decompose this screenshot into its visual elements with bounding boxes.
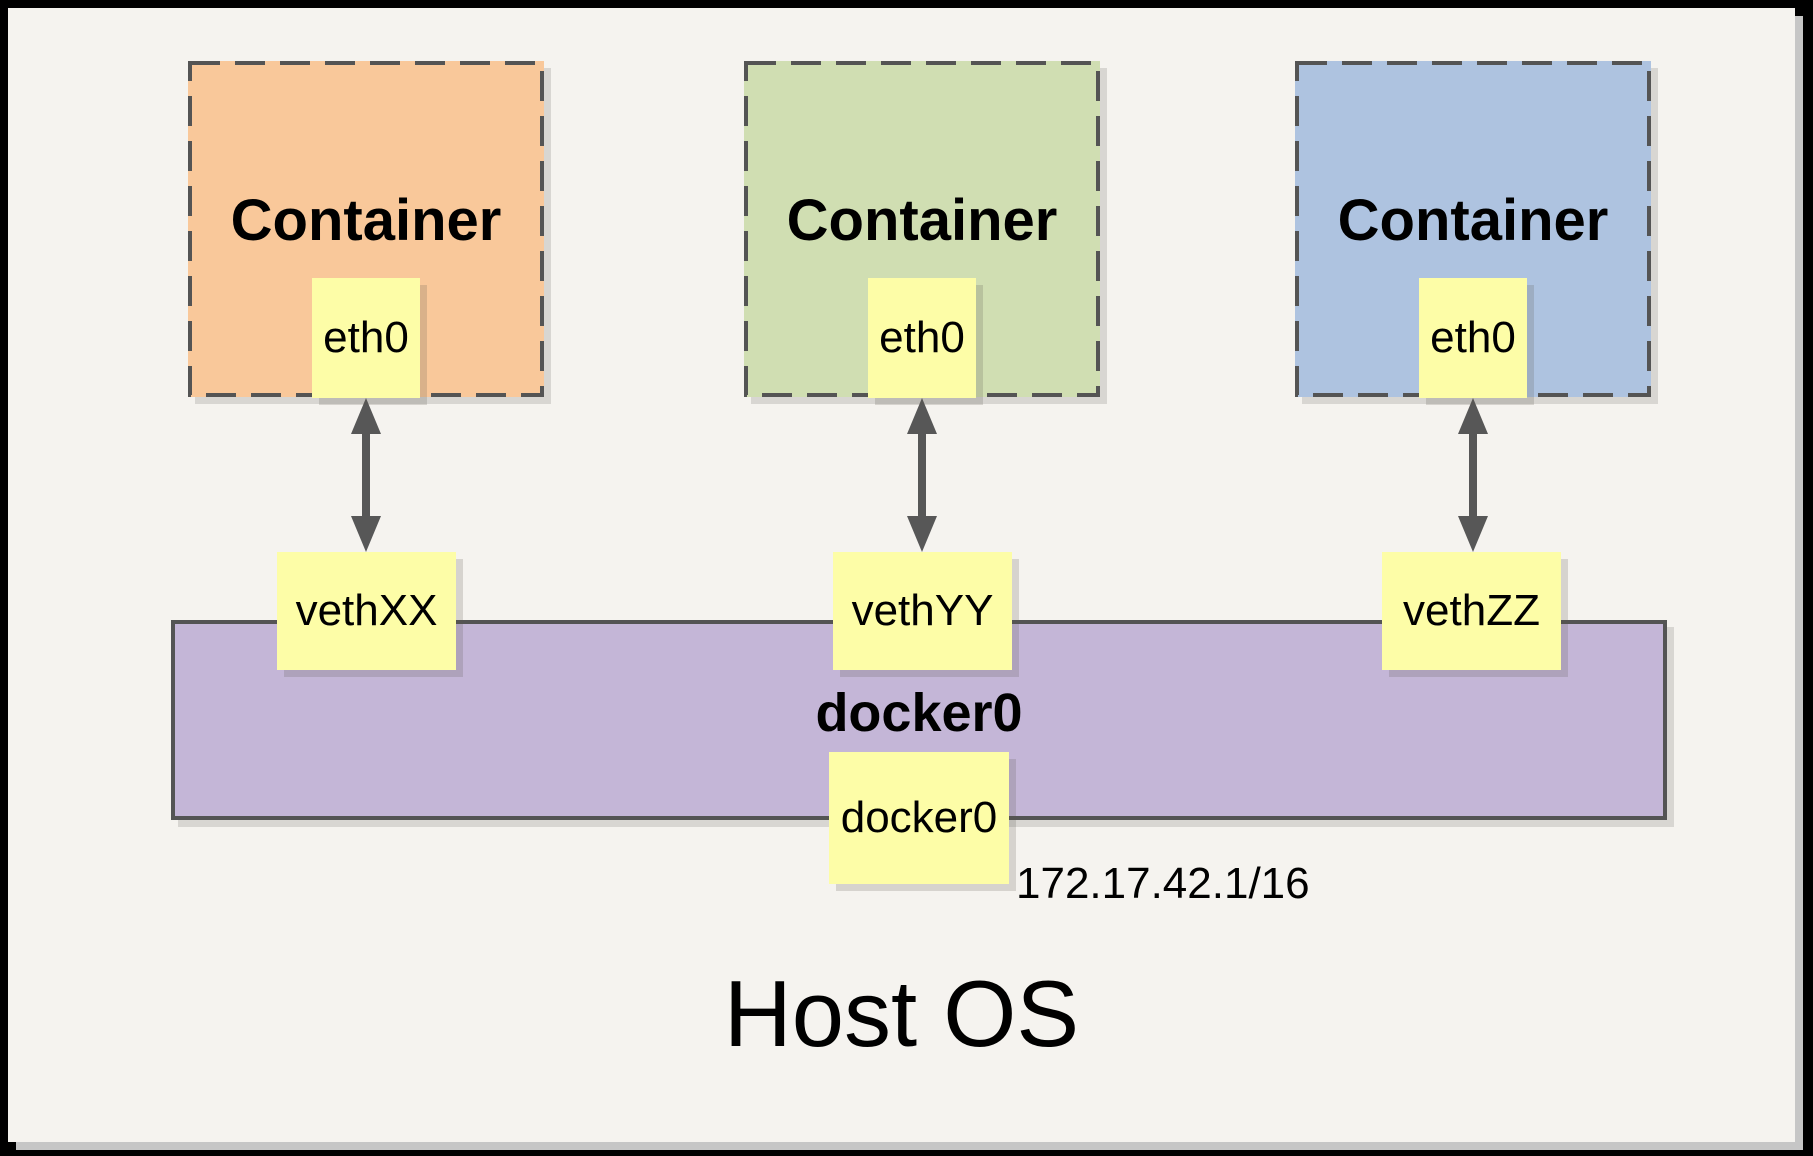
container-box-2: Container eth0 [744,61,1100,398]
host-os-label: Host OS [723,961,1080,1066]
bridge-ip-text: 172.17.42.1/16 [1016,859,1310,908]
container-1-eth0-box: eth0 [312,278,420,398]
container-3-label: Container [1337,188,1609,253]
vethxx-box: vethXX [277,552,456,670]
vethyy-label: vethYY [851,586,994,635]
container-2-eth0-box: eth0 [868,278,976,398]
double-arrow-icon-2 [907,398,937,552]
container-1-eth0-label: eth0 [323,313,409,362]
container-3-eth0-label: eth0 [1430,313,1516,362]
vethzz-box: vethZZ [1382,552,1561,670]
double-arrow-icon-1 [351,398,381,552]
container-box-1: Container eth0 [188,61,544,398]
double-arrow-icon-3 [1458,398,1488,552]
docker0-interface-box: docker0 [829,752,1009,884]
docker0-bridge-label: docker0 [815,683,1023,743]
container-2-eth0-label: eth0 [879,313,965,362]
vethzz-label: vethZZ [1403,586,1540,635]
vethxx-label: vethXX [295,586,438,635]
container-2-label: Container [786,188,1058,253]
container-1-label: Container [230,188,502,253]
container-box-3: Container eth0 [1295,61,1651,398]
vethyy-box: vethYY [833,552,1012,670]
docker0-interface-label: docker0 [840,793,998,842]
container-3-eth0-box: eth0 [1419,278,1527,398]
diagram-page: Container eth0 Container eth0 Container … [8,8,1795,1142]
